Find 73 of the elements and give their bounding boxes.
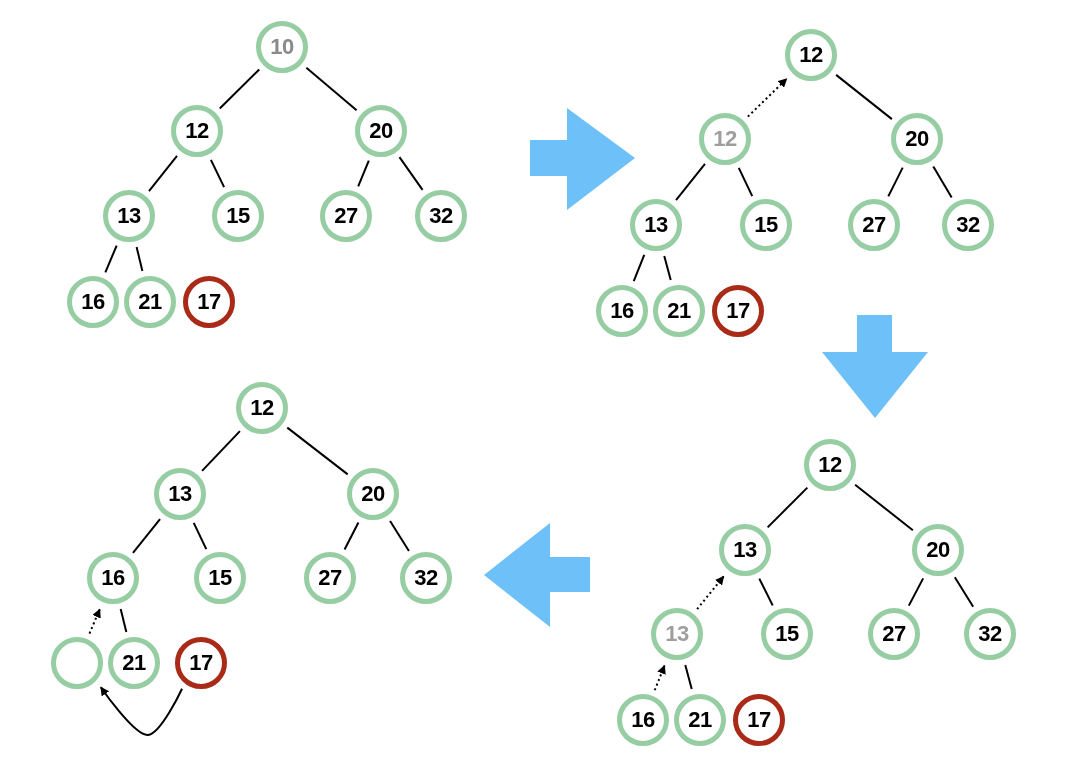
tree-edge <box>305 66 358 112</box>
arrow <box>746 77 788 118</box>
heap-node: 32 <box>964 608 1016 660</box>
tree-edge <box>737 166 754 198</box>
heap-node: 15 <box>761 608 813 660</box>
heap-node: 16 <box>87 552 139 604</box>
tree-edge <box>632 253 646 283</box>
tree-edge <box>192 521 208 551</box>
heap-node: 21 <box>108 637 160 689</box>
arrow <box>88 608 101 635</box>
heap-node: 13 <box>630 199 682 251</box>
heap-node: 21 <box>674 694 726 746</box>
tree-edge <box>148 155 178 192</box>
heap-node: 17 <box>183 276 235 328</box>
heap-node: 13 <box>719 524 771 576</box>
heap-node: 17 <box>175 637 227 689</box>
heap-node: 20 <box>355 105 407 157</box>
tree-edge <box>835 73 893 121</box>
tree-edge <box>218 68 261 110</box>
tree-edge <box>953 576 975 608</box>
heap-node: 20 <box>347 468 399 520</box>
tree-edge <box>209 158 226 189</box>
tree-edge <box>119 608 128 633</box>
heap-node: 10 <box>256 21 308 73</box>
heap-node: 13 <box>651 608 703 660</box>
heap-node: 32 <box>400 552 452 604</box>
tree-edge <box>663 254 672 282</box>
tree-edge <box>286 426 349 476</box>
heap-node: 17 <box>712 285 764 337</box>
heap-node: 12 <box>171 105 223 157</box>
heap-node: 27 <box>848 199 900 251</box>
tree-edge <box>343 521 360 551</box>
heap-node: 32 <box>415 190 467 242</box>
heap-node: 20 <box>912 524 964 576</box>
tree-edge <box>201 430 241 472</box>
heap-node: 13 <box>103 190 155 242</box>
heap-node: 13 <box>154 468 206 520</box>
tree-edge <box>357 159 370 188</box>
arrow <box>653 664 666 692</box>
tree-edge <box>389 520 410 552</box>
tree-edge <box>758 577 774 607</box>
tree-edge <box>675 162 706 202</box>
tree-edge <box>684 663 693 691</box>
heap-node: 15 <box>740 199 792 251</box>
tree-edge <box>131 518 162 554</box>
tree-edge <box>766 486 809 529</box>
heap-node: 15 <box>194 552 246 604</box>
tree-edge <box>398 156 424 191</box>
arrow <box>696 575 725 611</box>
tree-edge <box>104 244 118 274</box>
tree-edge <box>907 577 925 607</box>
heap-node: 27 <box>304 552 356 604</box>
empty-node-circle <box>51 637 103 689</box>
heap-node: 12 <box>236 382 288 434</box>
heap-node: 21 <box>124 276 176 328</box>
heap-node: 17 <box>733 694 785 746</box>
heap-node: 12 <box>785 29 837 81</box>
heap-node: 27 <box>868 608 920 660</box>
heap-node: 16 <box>67 276 119 328</box>
heap-node: 16 <box>617 694 669 746</box>
tree-edge <box>854 483 914 532</box>
heap-node: 16 <box>596 285 648 337</box>
heap-node: 12 <box>804 439 856 491</box>
heap-node: 12 <box>699 113 751 165</box>
heap-node: 27 <box>320 190 372 242</box>
tree-edge <box>887 166 904 198</box>
heap-node: 15 <box>212 190 264 242</box>
heap-node: 32 <box>942 199 994 251</box>
heap-node: 21 <box>653 285 705 337</box>
heap-node: 20 <box>891 113 943 165</box>
tree-edge <box>932 165 953 199</box>
arrow <box>99 686 184 736</box>
tree-edge <box>135 246 144 272</box>
